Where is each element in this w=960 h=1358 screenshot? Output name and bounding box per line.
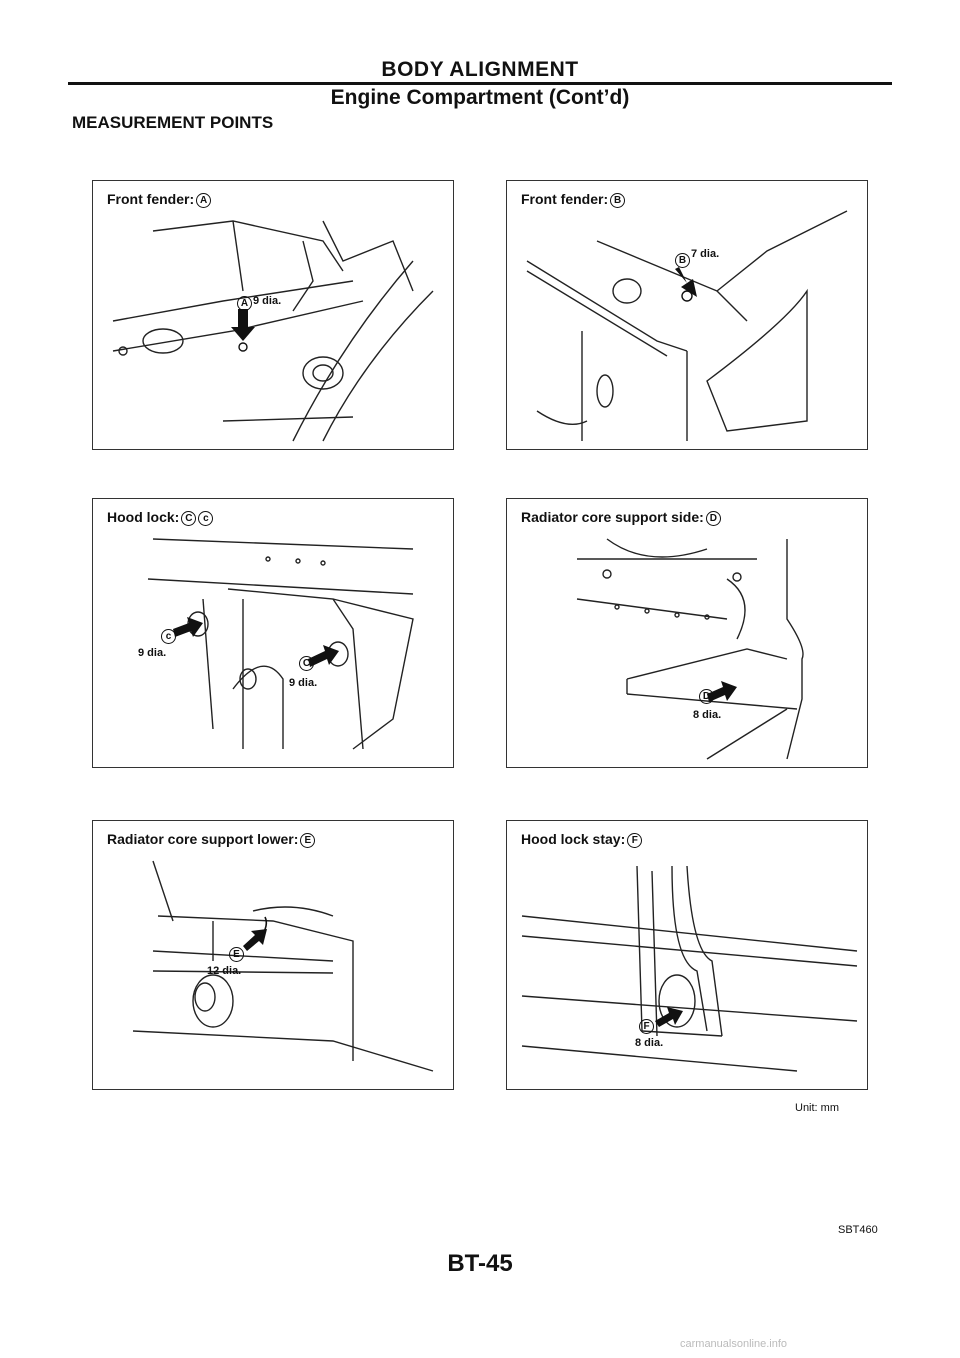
mark-c-small-callout: c bbox=[161, 629, 176, 644]
unit-note: Unit: mm bbox=[795, 1102, 839, 1114]
mark-c-callout: C bbox=[299, 656, 314, 671]
arrow-c2-icon bbox=[308, 645, 339, 667]
watermark: carmanualsonline.info bbox=[680, 1338, 788, 1350]
front-fender-b-drawing bbox=[526, 210, 848, 441]
arrow-e-icon bbox=[243, 929, 267, 951]
panel-hood-lock-stay: Hood lock stay:F F 8 dia. bbox=[506, 820, 868, 1090]
header-rule bbox=[68, 82, 892, 85]
dia-label: 8 dia. bbox=[693, 709, 722, 721]
panel-label: Radiator core support lower:E bbox=[107, 831, 316, 848]
radiator-side-drawing bbox=[576, 538, 804, 760]
mark-c-badge: C bbox=[181, 510, 197, 526]
panel-label: Front fender:A bbox=[107, 191, 212, 208]
arrow-f-icon bbox=[655, 1007, 683, 1027]
front-fender-a-drawing bbox=[112, 220, 434, 442]
hood-lock-stay-drawing bbox=[521, 865, 858, 1072]
panel-label: Hood lock stay:F bbox=[521, 831, 643, 848]
mark-d-callout: D bbox=[699, 689, 714, 704]
dia-label: 9 dia. bbox=[138, 647, 167, 659]
panel-front-fender-a: Front fender:A A 9 dia. bbox=[92, 180, 454, 450]
header-subtitle: Engine Compartment (Cont’d) bbox=[330, 86, 630, 109]
page-number: BT-45 bbox=[447, 1250, 513, 1277]
mark-e-callout: E bbox=[229, 947, 244, 962]
mark-a-callout: A bbox=[237, 296, 252, 311]
radiator-lower-drawing bbox=[132, 860, 434, 1072]
mark-e-badge: E bbox=[300, 832, 316, 848]
dia-label: 12 dia. bbox=[207, 965, 242, 977]
mark-b-callout: B bbox=[675, 253, 690, 268]
dia-label: 9 dia. bbox=[253, 295, 282, 307]
panel-label: Radiator core support side:D bbox=[521, 509, 721, 526]
header-title: BODY ALIGNMENT bbox=[381, 58, 579, 81]
mark-f-callout: F bbox=[639, 1019, 654, 1034]
hood-lock-drawing bbox=[147, 538, 414, 750]
arrow-b-icon bbox=[675, 267, 697, 297]
dia-label: 7 dia. bbox=[691, 248, 720, 260]
dia-label: 8 dia. bbox=[635, 1037, 664, 1049]
mark-c-small-badge: c bbox=[198, 510, 214, 526]
mark-f-badge: F bbox=[627, 832, 643, 848]
mark-b-badge: B bbox=[610, 192, 626, 208]
arrow-a-icon bbox=[231, 309, 255, 341]
mark-d-badge: D bbox=[705, 510, 721, 526]
arrow-c-icon bbox=[173, 617, 203, 637]
panel-radiator-core-support-side: Radiator core support side:D D 8 dia. bbox=[506, 498, 868, 768]
dia-label-2: 9 dia. bbox=[289, 677, 318, 689]
figure-code: SBT460 bbox=[838, 1224, 878, 1236]
panel-label: Front fender:B bbox=[521, 191, 626, 208]
panel-front-fender-b: Front fender:B B 7 dia. bbox=[506, 180, 868, 450]
mark-a-badge: A bbox=[196, 192, 212, 208]
section-title: MEASUREMENT POINTS bbox=[72, 113, 274, 132]
arrow-d-icon bbox=[707, 681, 737, 702]
panel-radiator-core-support-lower: Radiator core support lower:E E 12 dia. bbox=[92, 820, 454, 1090]
